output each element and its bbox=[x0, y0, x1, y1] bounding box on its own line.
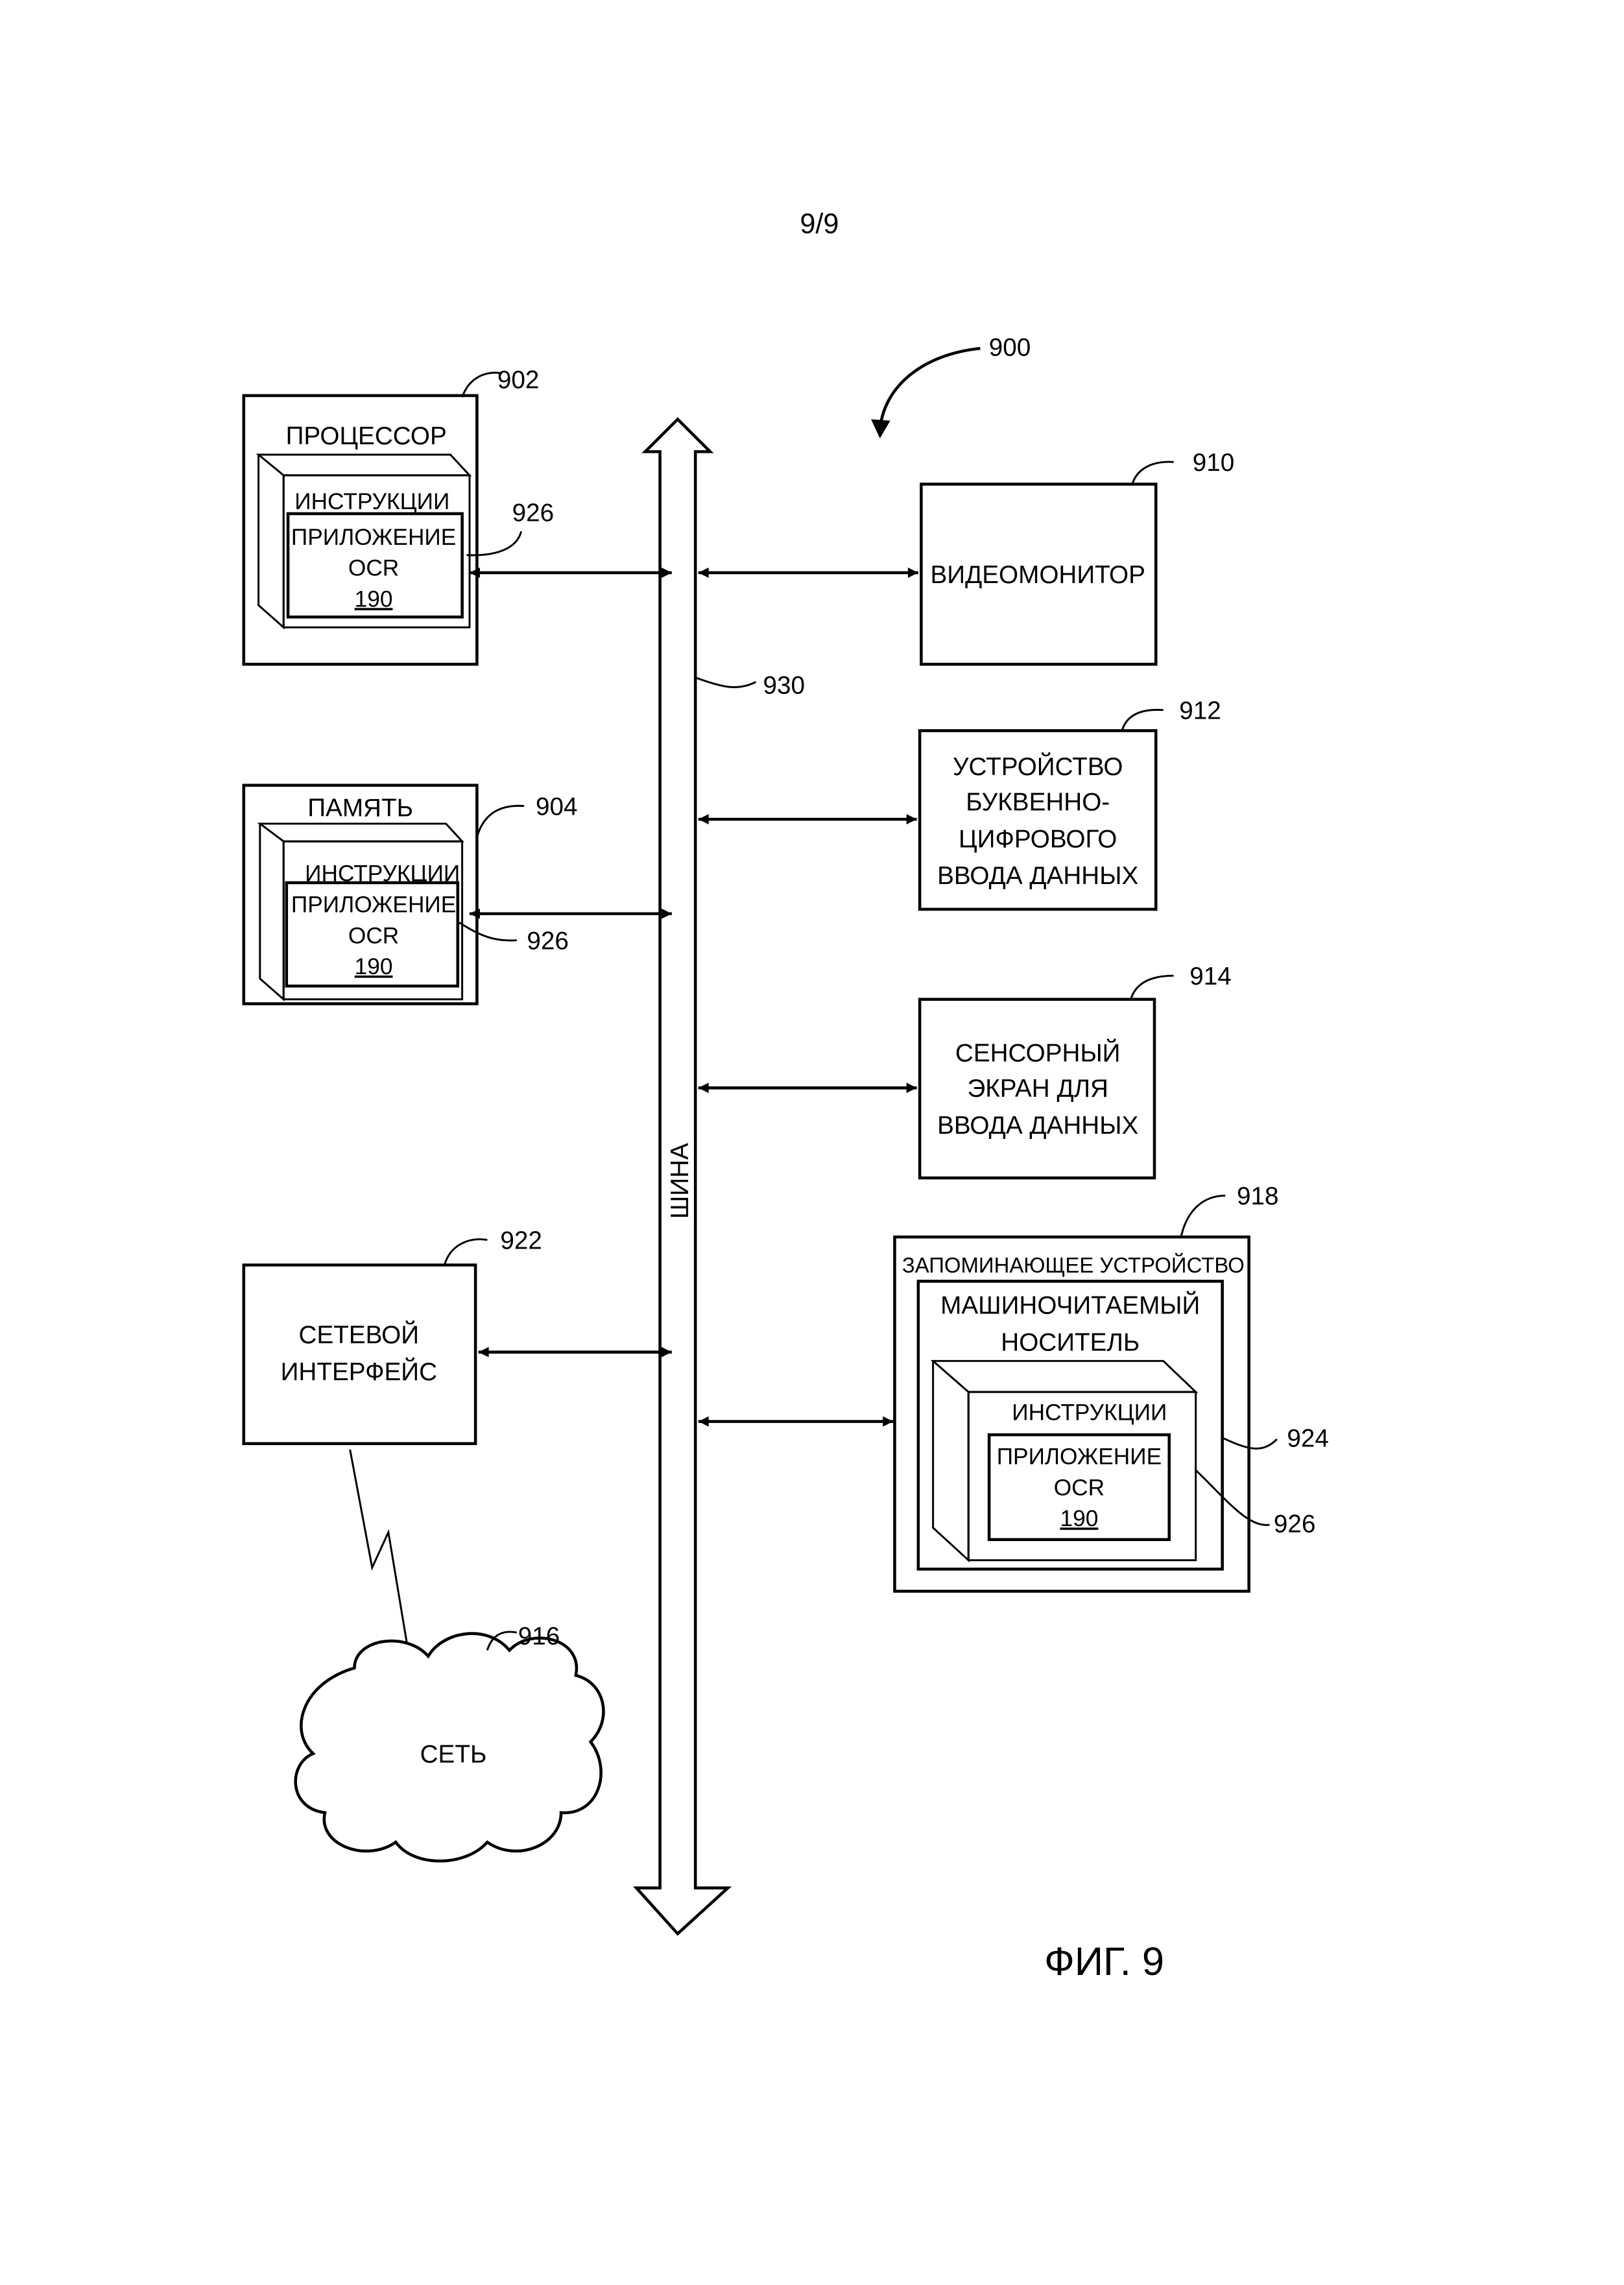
processor-app-line1: ПРИЛОЖЕНИЕ bbox=[291, 525, 456, 550]
memory-app-ref: 190 bbox=[355, 954, 393, 979]
video-monitor-ref: 910 bbox=[1193, 449, 1235, 477]
alnum-input-ref: 912 bbox=[1179, 697, 1221, 724]
system-ref-arrow bbox=[880, 348, 981, 431]
touch-screen-line2: ЭКРАН ДЛЯ bbox=[967, 1075, 1108, 1103]
network-label: СЕТЬ bbox=[420, 1740, 487, 1768]
system-ref-arrowhead bbox=[871, 419, 890, 438]
processor-title: ПРОЦЕССОР bbox=[286, 422, 447, 450]
storage-title: ЗАПОМИНАЮЩЕЕ УСТРОЙСТВО bbox=[902, 1253, 1245, 1277]
network-interface-ref: 922 bbox=[500, 1226, 542, 1254]
page-number: 9/9 bbox=[800, 209, 839, 240]
system-ref: 900 bbox=[989, 333, 1031, 361]
processor-app-ref: 190 bbox=[355, 586, 393, 612]
storage-app-ref: 190 bbox=[1060, 1506, 1099, 1531]
medium-line1: МАШИНОЧИТАЕМЫЙ bbox=[940, 1290, 1200, 1319]
memory-instr-ref: 926 bbox=[527, 927, 569, 955]
touch-screen-line3: ВВОДА ДАННЫХ bbox=[937, 1112, 1138, 1140]
bus-label: ШИНА bbox=[666, 1143, 694, 1219]
alnum-input-line2: БУКВЕННО- bbox=[966, 788, 1110, 816]
bus-ref-leader bbox=[695, 678, 756, 688]
memory-ref: 904 bbox=[536, 793, 578, 820]
processor-ref: 902 bbox=[497, 366, 540, 394]
processor-instr-ref: 926 bbox=[512, 499, 555, 527]
memory-block: ПАМЯТЬ ИНСТРУКЦИИ ПРИЛОЖЕНИЕ OCR 190 904… bbox=[244, 785, 578, 1004]
memory-app-line1: ПРИЛОЖЕНИЕ bbox=[291, 892, 456, 917]
storage-instr-ref: 926 bbox=[1274, 1510, 1316, 1538]
network-interface-line1: СЕТЕВОЙ bbox=[299, 1320, 420, 1349]
touch-screen-line1: СЕНСОРНЫЙ bbox=[955, 1038, 1121, 1067]
medium-ref: 924 bbox=[1287, 1424, 1329, 1452]
video-monitor-label: ВИДЕОМОНИТОР bbox=[930, 561, 1145, 589]
network-interface-line2: ИНТЕРФЕЙС bbox=[281, 1357, 437, 1386]
processor-instructions-label: ИНСТРУКЦИИ bbox=[294, 489, 449, 514]
memory-app-line2: OCR bbox=[348, 923, 399, 948]
storage-block: ЗАПОМИНАЮЩЕЕ УСТРОЙСТВО МАШИНОЧИТАЕМЫЙ Н… bbox=[894, 1182, 1329, 1591]
medium-line2: НОСИТЕЛЬ bbox=[1001, 1328, 1140, 1356]
processor-app-line2: OCR bbox=[348, 556, 399, 581]
processor-block: ПРОЦЕССОР ИНСТРУКЦИИ ПРИЛОЖЕНИЕ OCR 190 … bbox=[244, 366, 554, 665]
lightning-link-icon bbox=[350, 1450, 409, 1657]
storage-instructions-label: ИНСТРУКЦИИ bbox=[1012, 1400, 1167, 1425]
storage-ref: 918 bbox=[1237, 1182, 1279, 1210]
alnum-input-line1: УСТРОЙСТВО bbox=[953, 752, 1123, 781]
storage-app-line1: ПРИЛОЖЕНИЕ bbox=[997, 1444, 1162, 1470]
touch-screen-ref: 914 bbox=[1189, 963, 1232, 990]
alnum-input-line4: ВВОДА ДАННЫХ bbox=[937, 862, 1138, 890]
bus-ref: 930 bbox=[763, 672, 805, 700]
network-interface-box bbox=[244, 1265, 475, 1443]
network-ref: 916 bbox=[518, 1622, 560, 1650]
memory-title: ПАМЯТЬ bbox=[307, 795, 413, 822]
storage-app-line2: OCR bbox=[1054, 1475, 1105, 1500]
figure-label: ФИГ. 9 bbox=[1044, 1939, 1164, 1984]
alnum-input-line3: ЦИФРОВОГО bbox=[959, 825, 1117, 853]
